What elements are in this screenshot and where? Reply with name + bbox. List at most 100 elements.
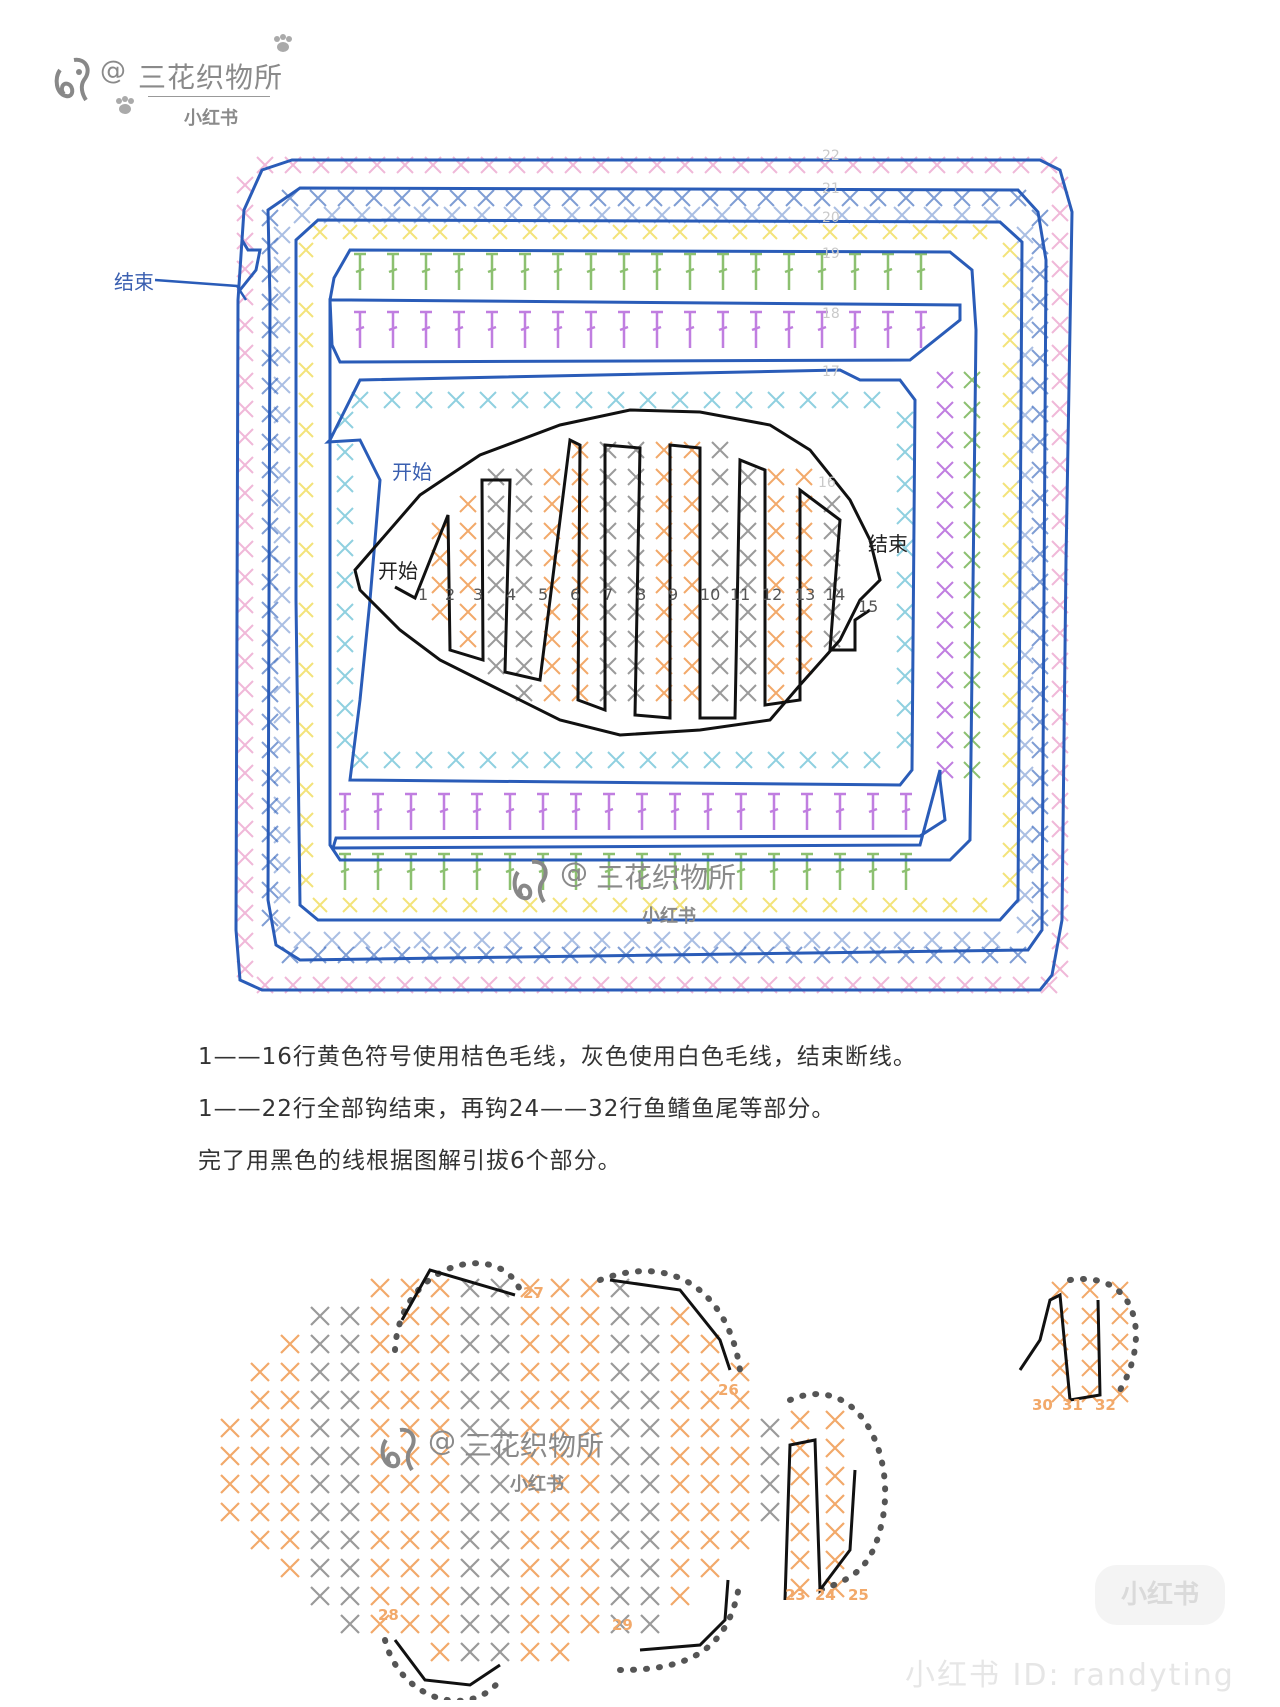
stitch-x <box>790 1466 810 1486</box>
stitch-x <box>760 1418 780 1438</box>
stitch-x <box>430 1446 450 1466</box>
stitch-x <box>762 224 778 240</box>
stitch-x <box>298 752 314 768</box>
stitch-x <box>323 931 341 949</box>
stitch-x <box>460 1502 480 1522</box>
stitch-x <box>421 189 439 207</box>
stitch-x <box>610 1558 630 1578</box>
stitch-x <box>739 576 757 594</box>
stitch-x <box>298 392 314 408</box>
stitch-x <box>515 522 533 540</box>
stitch-x <box>1111 1333 1129 1351</box>
stitch-x <box>711 603 729 621</box>
stitch-x <box>580 1502 600 1522</box>
stitch-x <box>310 1502 330 1522</box>
stitch-x <box>280 1502 300 1522</box>
stitch-x <box>700 1502 720 1522</box>
fish-outline <box>353 408 882 737</box>
stitch-x <box>550 1642 570 1662</box>
watermark-at: @ <box>560 856 588 889</box>
stitch-x <box>402 224 418 240</box>
stitch-x <box>670 1558 690 1578</box>
stitch-x <box>670 1362 690 1382</box>
stitch-x <box>505 189 523 207</box>
stitch-x <box>563 931 581 949</box>
stitch-x <box>492 897 508 913</box>
stitch-x <box>627 495 645 513</box>
stitch-x <box>792 224 808 240</box>
watermark-at: @ <box>428 1424 456 1457</box>
stitch-x <box>462 897 478 913</box>
stitch-x <box>882 224 898 240</box>
watermark-top: @ 三花织物所 小红书 <box>52 48 292 129</box>
stitch-x <box>460 1642 480 1662</box>
stitch-x <box>250 1502 270 1522</box>
inner-row-number: 5 <box>538 585 548 604</box>
fin-row-number: 31 <box>1062 1396 1083 1414</box>
stitch-x <box>280 1418 300 1438</box>
inner-row-number: 3 <box>473 585 483 604</box>
stitch-x <box>261 853 279 871</box>
stitch-x <box>700 1474 720 1494</box>
stitch-x <box>582 897 598 913</box>
stitch-x <box>936 731 954 749</box>
stitch-x <box>533 931 551 949</box>
stitch-x <box>670 1446 690 1466</box>
stitch-x <box>732 897 748 913</box>
stitch-dc <box>849 252 861 290</box>
stitch-x <box>460 1306 480 1326</box>
stitch-x <box>700 1418 720 1438</box>
stitch-x <box>515 576 533 594</box>
stitch-x <box>730 1530 750 1550</box>
stitch-x <box>640 1530 660 1550</box>
stitch-x <box>1051 848 1069 866</box>
stitch-x <box>739 522 757 540</box>
stitch-x <box>370 1306 390 1326</box>
stitch-x <box>280 1530 300 1550</box>
stitch-x <box>430 1474 450 1494</box>
stitch-x <box>336 475 354 493</box>
stitch-x <box>298 632 314 648</box>
stitch-x <box>273 766 291 784</box>
stitch-x <box>599 657 617 675</box>
stitch-x <box>520 1474 540 1494</box>
stitch-x <box>671 751 689 769</box>
watermark-brand: 小红书 <box>184 108 238 129</box>
stitch-x <box>792 897 808 913</box>
stitch-x <box>762 897 778 913</box>
stitch-x <box>236 596 254 614</box>
inner-row-number: 12 <box>762 585 782 604</box>
cat-logo-icon <box>54 57 90 102</box>
stitch-x <box>490 1446 510 1466</box>
stitch-x <box>700 1446 720 1466</box>
row-number-label: 16 <box>818 475 836 491</box>
stitch-x <box>571 630 589 648</box>
stitch-x <box>236 764 254 782</box>
stitch-x <box>599 576 617 594</box>
stitch-dc <box>486 252 498 290</box>
stitch-x <box>869 946 887 964</box>
stitch-x <box>460 1558 480 1578</box>
stitch-x <box>415 391 433 409</box>
stitch-x <box>683 630 701 648</box>
row-number-label: 20 <box>822 210 840 226</box>
stitch-x <box>711 684 729 702</box>
cat-logo-icon <box>512 859 548 904</box>
stitch-dc <box>750 310 762 348</box>
stitch-x <box>580 1614 600 1634</box>
stitch-x <box>767 495 785 513</box>
stitch-x <box>370 1530 390 1550</box>
paw-icon <box>274 34 292 52</box>
stitch-x <box>882 897 898 913</box>
stitch-dc <box>603 792 615 830</box>
stitch-x <box>672 897 688 913</box>
stitch-dc <box>570 792 582 830</box>
stitch-dc <box>405 792 417 830</box>
stitch-x <box>936 641 954 659</box>
stitch-x <box>702 897 718 913</box>
stitch-x <box>823 576 841 594</box>
stitch-x <box>822 224 838 240</box>
stitch-x <box>393 946 411 964</box>
stitch-x <box>739 495 757 513</box>
stitch-x <box>893 931 911 949</box>
